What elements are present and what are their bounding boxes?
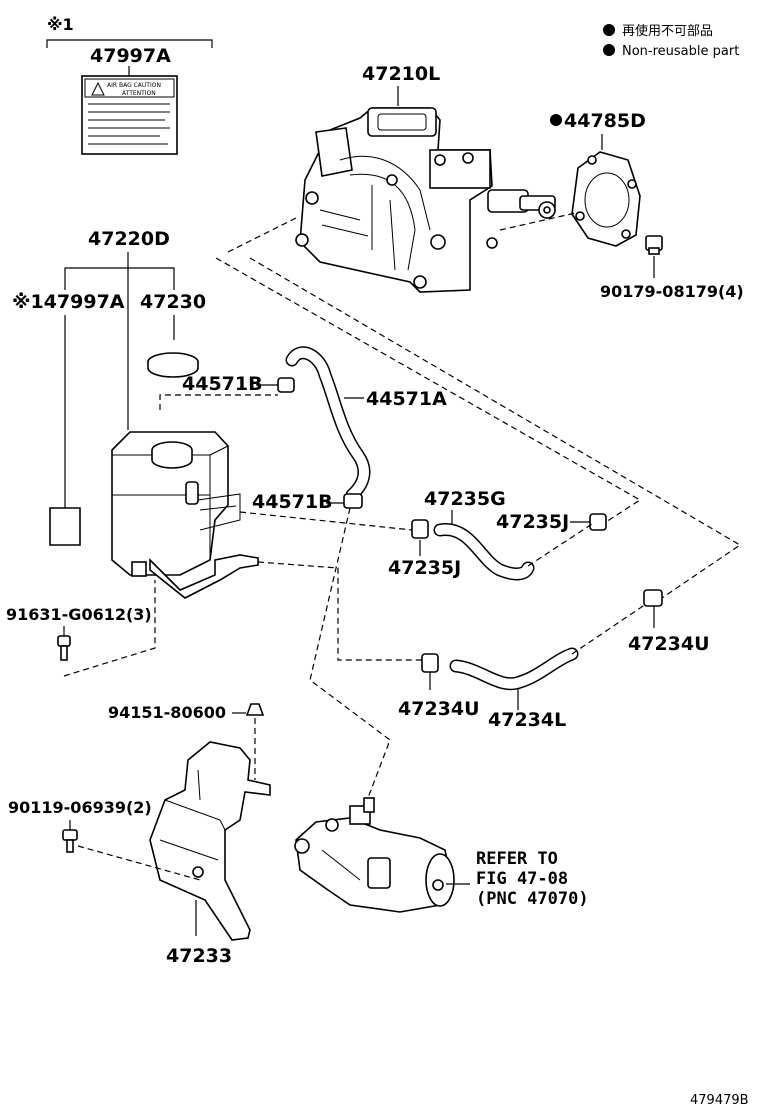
part-label-47230: 47230	[140, 291, 206, 313]
part-label-47235G: 47235G	[424, 488, 506, 510]
figure-number: 479479B	[690, 1093, 749, 1108]
hose-47235G-group: 47235G 47235J 47235J	[388, 488, 607, 581]
caution-label-plate	[81, 75, 178, 155]
label-sheet	[49, 507, 81, 546]
non-reusable-dot-icon	[550, 114, 562, 126]
part-label-47210L: 47210L	[362, 63, 440, 85]
clamp-47235J	[411, 519, 429, 539]
legend-jp: 再使用不可部品	[622, 23, 713, 39]
reservoir-tank	[111, 431, 229, 576]
legend: 再使用不可部品 Non-reusable part	[603, 23, 739, 59]
clamp-44571B	[277, 377, 295, 393]
clamp-44571B	[343, 493, 363, 509]
caution-label-group: ※1 47997A AIR BAG CAUTION ATTENTION	[46, 15, 213, 155]
bolt-90119: 90119-06939(2)	[8, 798, 152, 853]
part-label-47234U-b: 47234U	[628, 633, 710, 655]
non-reusable-dot-icon	[603, 24, 615, 36]
part-label-47997A-top: 47997A	[90, 45, 171, 67]
part-label-90179: 90179-08179(4)	[600, 282, 744, 301]
non-reusable-dot-icon	[603, 44, 615, 56]
part-label-47234U-a: 47234U	[398, 698, 480, 720]
refer-line2: FIG 47-08	[476, 869, 568, 889]
reservoir-group: 47220D ※147997A 47230	[12, 228, 259, 599]
refer-line1: REFER TO	[476, 849, 558, 869]
warning-triangle-icon	[91, 81, 105, 96]
part-label-90119: 90119-06939(2)	[8, 798, 152, 817]
clamp-47234U	[421, 653, 439, 673]
part-label-44571A: 44571A	[366, 388, 447, 410]
caution-line2: ATTENTION	[122, 90, 156, 97]
part-label-91631: 91631-G0612(3)	[6, 605, 152, 624]
clamp-47234U	[643, 589, 663, 607]
connection-lines	[63, 211, 742, 881]
clamp-47235J	[589, 513, 607, 531]
bolt-91631: 91631-G0612(3)	[6, 605, 152, 661]
caution-line1: AIR BAG CAUTION	[107, 82, 161, 89]
part-label-44785D: 44785D	[564, 110, 646, 132]
note-mark: ※1	[47, 15, 74, 34]
part-label-47997A-mid: ※147997A	[12, 291, 125, 313]
part-label-44571B-b: 44571B	[252, 491, 333, 513]
hose-47234L-group: 47234U 47234L 47234U	[398, 589, 710, 731]
part-label-44571B-a: 44571B	[182, 373, 263, 395]
part-label-47233: 47233	[166, 945, 232, 967]
pump-motor: REFER TO FIG 47-08 (PNC 47070)	[294, 797, 589, 913]
nut-90179: 90179-08179(4)	[600, 235, 744, 301]
brake-actuator-assembly: 47210L	[295, 63, 556, 293]
part-label-47235J-a: 47235J	[388, 557, 461, 579]
part-label-47235J-b: 47235J	[496, 511, 569, 533]
nut-94151: 94151-80600	[108, 703, 265, 722]
part-label-94151: 94151-80600	[108, 703, 226, 722]
legend-en: Non-reusable part	[622, 44, 739, 59]
gasket-44785D: 44785D	[550, 110, 646, 247]
part-label-47220D: 47220D	[88, 228, 170, 250]
part-label-47234L: 47234L	[488, 709, 566, 731]
hose-44571A-group: 44571B 44571A 44571B	[182, 346, 447, 513]
bracket-47233: 47233	[149, 741, 271, 967]
refer-line3: (PNC 47070)	[476, 889, 589, 909]
